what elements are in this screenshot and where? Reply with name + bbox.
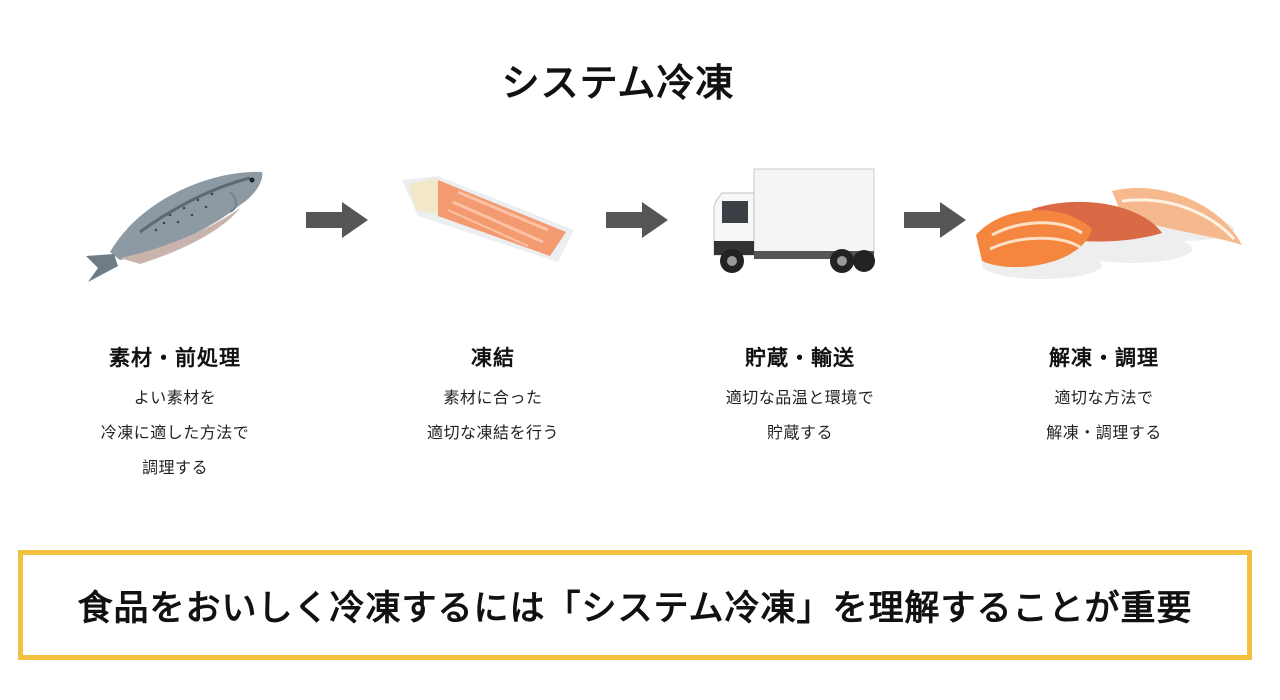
step-heading: 素材・前処理 xyxy=(109,346,241,370)
sushi-image xyxy=(976,188,1242,279)
salmon-image xyxy=(86,171,263,282)
step-description-line: 解凍・調理する xyxy=(1046,423,1162,442)
right-arrow-icon xyxy=(904,202,966,238)
right-arrow-icon xyxy=(606,202,668,238)
step-description-line: 適切な品温と環境で xyxy=(725,388,875,407)
step-heading: 貯蔵・輸送 xyxy=(745,346,855,370)
delivery-truck-image xyxy=(713,168,875,273)
step-description-line: 冷凍に適した方法で xyxy=(100,423,250,442)
page-title: システム冷凍 xyxy=(501,61,735,105)
step-thaw-cook: 解凍・調理 適切な方法で 解凍・調理する xyxy=(984,342,1224,450)
step-material-prep: 素材・前処理 よい素材を 冷凍に適した方法で 調理する xyxy=(55,342,295,485)
summary-text: 食品をおいしく冷凍するには「システム冷凍」を理解することが重要 xyxy=(77,588,1193,629)
step-description-line: 適切な凍結を行う xyxy=(426,423,559,442)
summary-box: 食品をおいしく冷凍するには「システム冷凍」を理解することが重要 xyxy=(18,550,1252,660)
step-heading: 凍結 xyxy=(471,346,515,370)
step-storage-transport: 貯蔵・輸送 適切な品温と環境で 貯蔵する xyxy=(680,342,920,450)
step-heading: 解凍・調理 xyxy=(1049,346,1159,370)
vacuum-packed-salmon-image xyxy=(402,176,574,262)
step-description-line: 調理する xyxy=(141,458,208,477)
step-description-line: 素材に合った xyxy=(443,388,543,407)
step-description-line: よい素材を xyxy=(133,388,217,407)
right-arrow-icon xyxy=(306,202,368,238)
step-description-line: 適切な方法で xyxy=(1054,388,1154,407)
step-description-line: 貯蔵する xyxy=(766,423,833,442)
step-freezing: 凍結 素材に合った 適切な凍結を行う xyxy=(373,342,613,450)
